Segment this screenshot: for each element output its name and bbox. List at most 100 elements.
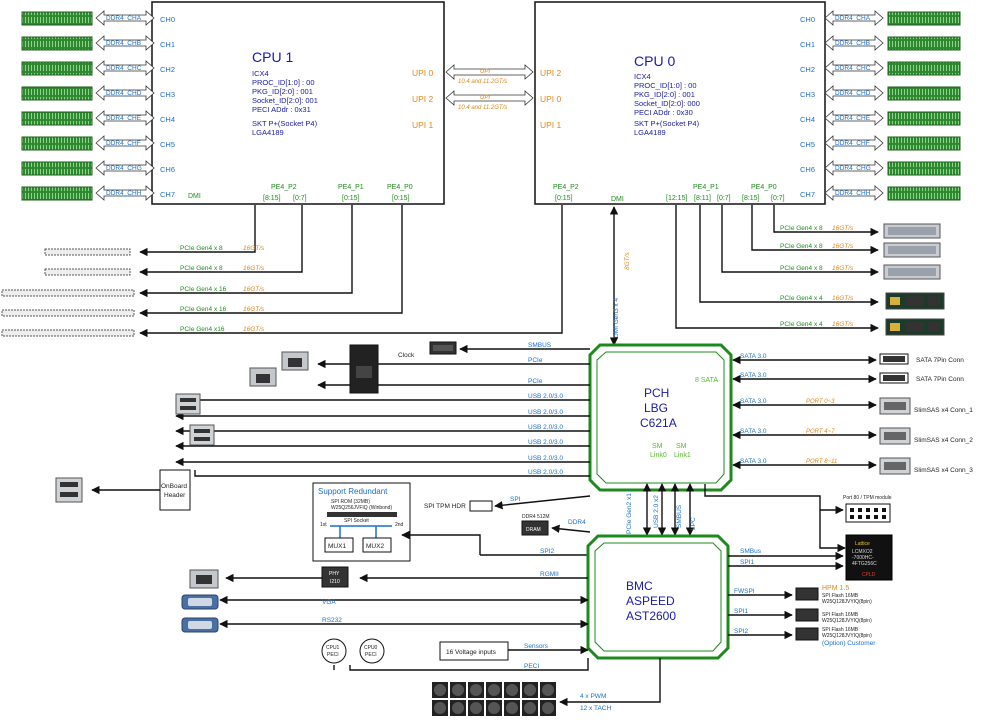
fan-icon: [522, 700, 538, 716]
right-pcie-label-3: PCIe Gen4 x 4: [780, 295, 823, 302]
sata-connector-icon: [879, 372, 909, 384]
pch-bus-pcie-1: PCIe: [528, 378, 543, 385]
cpu0-pe-port-2: PE4_P0: [751, 184, 777, 191]
right-pcie-speed-1: 16GT/s: [832, 243, 854, 250]
voltage-inputs-block: 16 Voltage inputs: [439, 641, 509, 661]
fan-icon: [504, 682, 520, 698]
u2-drive-icon: [883, 242, 941, 258]
storage-port-4: PORT 8~11: [806, 459, 837, 465]
pch-bottom-bus-0: PCIe Gen2 x1: [626, 493, 633, 534]
cpld-line-1: -7000HC-: [852, 555, 874, 561]
serial-port-icon: [181, 617, 219, 633]
port80-label: Port 80 / TPM module: [843, 495, 892, 501]
ch-label-l4: CH4: [160, 115, 175, 124]
cpu1-dmi: DMI: [188, 193, 201, 200]
bmc-title-2: AST2600: [626, 609, 676, 623]
storage-conn-3: SlimSAS x4 Conn_2: [914, 437, 973, 444]
flash-1: SPI Flash 16MB W25Q128JVYIQ(8pin): [795, 608, 872, 624]
ddr-label-r4: DDR4_CHE: [835, 115, 871, 122]
support-redundant-line-1: W25Q256JVFIQ (Winbond): [331, 505, 392, 511]
upi-link-speed-1: 10.4 and 11.2GT/s: [458, 105, 507, 111]
ch-label-r7: CH7: [800, 190, 815, 199]
cpu-peci-sub-0: PECI: [327, 652, 339, 658]
cpu0-block: CPU 0 ICX4 PROC_ID[1:0] : 00 PKG_ID[2:0]…: [534, 1, 826, 205]
pch-bus-pcie-0: PCIe: [528, 357, 543, 364]
u2-drive-icon: [883, 223, 941, 239]
ddr-label-l0: DDR4_CHA: [106, 15, 142, 22]
pcie-x8-slot: [44, 248, 131, 256]
fan-icon: [432, 682, 448, 698]
fan-icon: [432, 700, 448, 716]
ddr-label-r1: DDR4_CHB: [835, 40, 870, 47]
ddr-label-l5: DDR4_CHF: [106, 140, 141, 147]
cpu1-info-3: Socket_ID[2:0]: 001: [252, 96, 318, 105]
left-pcie-label-2: PCIe Gen4 x 16: [180, 286, 227, 293]
mem-row-l6: DDR4_CHG CH6: [21, 160, 175, 176]
cpu-peci-title-1: CPU0: [364, 645, 378, 651]
right-pcie-label-1: PCIe Gen4 x 8: [780, 243, 823, 250]
u2-drive-icon: [883, 264, 941, 280]
fan-icon: [468, 700, 484, 716]
pch-link-sm0: SM: [652, 443, 663, 450]
cpu0-upi-2: UPI 1: [540, 120, 562, 130]
cpu0-info-2: PKG_ID[2:0] : 001: [634, 90, 695, 99]
pch-bus-usb-4: USB 2.0/3.0: [528, 455, 563, 462]
left-pcie-speed-3: 16GT/s: [243, 306, 265, 313]
bmc-bus-vga: VGA: [322, 599, 336, 606]
cpu-peci-sub-1: PECI: [365, 652, 377, 658]
cpu0-lane-1: [12:15]: [666, 195, 687, 202]
pcie-x16-slot: [1, 329, 135, 337]
left-pcie-speed-4: 16GT/s: [243, 326, 265, 333]
flash-line-0-0: SPI Flash 16MB: [822, 593, 859, 599]
cpu0-dmi: DMI: [611, 196, 624, 203]
dram-bus: DDR4: [568, 519, 586, 526]
right-pcie-speed-4: 16GT/s: [832, 321, 854, 328]
bmc-bus-smbus: SMBus: [740, 548, 762, 555]
ch-label-l3: CH3: [160, 90, 175, 99]
ch-label-r4: CH4: [800, 115, 815, 124]
ddr-label-l1: DDR4_CHB: [106, 40, 141, 47]
cpld-line-2: 4FTG256C: [852, 561, 877, 567]
cpu0-lane-4: [8:15]: [742, 195, 760, 202]
ch-label-l0: CH0: [160, 15, 175, 24]
flash-line-1-0: SPI Flash 16MB: [822, 612, 859, 618]
cpu1-pe-port-0: PE4_P2: [271, 184, 297, 191]
pch-link-1: Link1: [674, 452, 691, 459]
pch-left-buses: [175, 344, 590, 477]
upi-link-label-1: UPI: [480, 95, 490, 101]
pch-link-0: Link0: [650, 452, 667, 459]
left-pcie-label-1: PCIe Gen4 x 8: [180, 265, 223, 272]
bmc-title-1: ASPEED: [626, 594, 675, 608]
m2-ssd-icon: [885, 292, 945, 310]
storage-bus-4: SATA 3.0: [740, 458, 767, 465]
onboard-header-label-0: OnBoard: [161, 483, 187, 490]
left-pcie-label-0: PCIe Gen4 x 8: [180, 245, 223, 252]
dmi-link: DMI Gen3 x 4 8GT/s: [609, 206, 631, 346]
fan-array: [432, 682, 556, 716]
cpu0-memory-channels: CH0 DDR4_CHA CH1 DDR4_CHB CH2 DDR4_CHC C…: [800, 10, 961, 201]
cpu-peci-title-0: CPU1: [326, 645, 340, 651]
ch-label-l7: CH7: [160, 190, 175, 199]
mem-row-r0: CH0 DDR4_CHA: [800, 10, 961, 26]
clock-chip-icon: [429, 341, 457, 355]
rj45-port-icon: [249, 367, 277, 387]
flash-line-0-1: W25Q128JVYIQ(8pin): [822, 599, 872, 605]
storage-port-2: PORT 0~3: [806, 399, 835, 405]
pch-bus-usb-2: USB 2.0/3.0: [528, 424, 563, 431]
pcie-x16-slot: [1, 309, 135, 317]
cpu1-pe-port-2: PE4_P0: [387, 184, 413, 191]
pch-bottom-bus-2: SMBUS: [676, 504, 683, 528]
onboard-header-block: OnBoard Header: [91, 469, 191, 511]
bmc-pwm-label: 4 x PWM: [580, 693, 606, 700]
dram-spec: DDR4 512M: [522, 514, 550, 520]
cpu1-pcie-labels: PCIe Gen4 x 8 16GT/s PCIe Gen4 x 8 16GT/…: [180, 245, 265, 333]
cpu1-info-4: PECI ADdr : 0x31: [252, 105, 311, 114]
cpu0-pe-port-0: PE4_P2: [553, 184, 579, 191]
rj45-port-icon: [281, 351, 309, 371]
pcie-x16-slot: [1, 289, 135, 297]
ch-label-l6: CH6: [160, 165, 175, 174]
pch-title-1: LBG: [644, 401, 668, 415]
cpu0-lane-0: [0:15]: [555, 195, 573, 202]
bmc-bus-peci: PECI: [524, 663, 539, 670]
pch-bus-usb-5: USB 2.0/3.0: [528, 469, 563, 476]
